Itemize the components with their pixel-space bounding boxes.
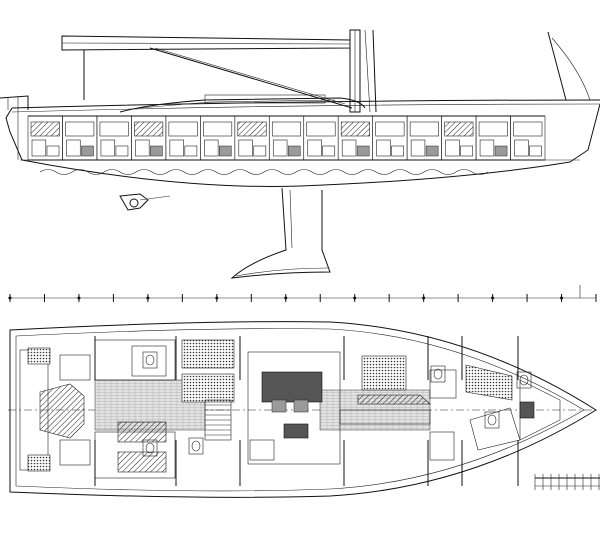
boom xyxy=(61,35,353,109)
profile-cabin xyxy=(268,115,305,161)
profile-cabin xyxy=(303,115,339,161)
head-fixture xyxy=(430,365,446,383)
profile-cabin xyxy=(27,115,63,161)
head-fixture xyxy=(484,411,500,429)
station-mark xyxy=(284,296,288,300)
head-fixture xyxy=(142,351,158,369)
station-mark xyxy=(77,296,81,300)
profile-cabin xyxy=(441,115,477,161)
profile-cabin xyxy=(62,115,98,161)
profile-cabin xyxy=(234,115,270,161)
profile-cabin xyxy=(96,115,132,161)
profile-cabin xyxy=(372,115,408,161)
bulkheads xyxy=(94,336,519,486)
station-mark xyxy=(491,296,495,300)
headsail xyxy=(547,31,591,101)
companionway-stairs xyxy=(204,399,232,441)
station-mark xyxy=(353,296,357,300)
keel xyxy=(230,187,331,279)
station-mark xyxy=(560,296,564,300)
head-fixture xyxy=(516,371,532,389)
rudder xyxy=(119,193,171,211)
station-mark xyxy=(215,296,219,300)
station-mark xyxy=(8,296,12,300)
head-fixture xyxy=(188,437,204,455)
heads xyxy=(142,351,532,457)
station-mark xyxy=(422,296,426,300)
profile-cabin xyxy=(165,115,201,161)
station-scale xyxy=(8,285,597,302)
profile-cabin xyxy=(510,115,546,161)
profile-cabin xyxy=(131,115,167,161)
profile-cabin xyxy=(406,115,442,161)
stern-pulpit xyxy=(0,95,29,110)
mast xyxy=(349,29,377,113)
profile-cabins xyxy=(27,115,546,161)
plan-view xyxy=(8,321,600,498)
scale-bar xyxy=(534,474,600,490)
station-mark xyxy=(146,296,150,300)
profile-view xyxy=(0,29,600,279)
head-fixture xyxy=(142,439,158,457)
hull-profile xyxy=(5,94,600,187)
profile-cabin xyxy=(337,115,373,161)
profile-cabin xyxy=(200,115,236,161)
profile-cabin xyxy=(475,115,511,161)
